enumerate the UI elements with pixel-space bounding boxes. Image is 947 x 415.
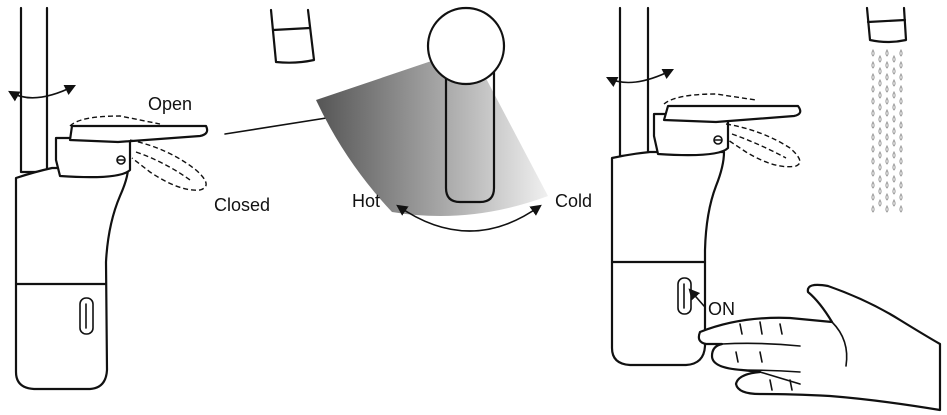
faucet-right <box>605 6 802 367</box>
water-drop <box>871 144 875 153</box>
water-drop <box>885 132 889 141</box>
water-drop <box>878 66 882 75</box>
water-drop <box>871 180 875 189</box>
water-drop <box>892 138 896 147</box>
water-drop <box>899 108 903 117</box>
water-drop <box>892 66 896 75</box>
water-drop <box>892 186 896 195</box>
water-drop <box>885 156 889 165</box>
water-drop <box>878 78 882 87</box>
water-drop <box>871 204 875 213</box>
water-drop <box>878 102 882 111</box>
water-drop <box>892 162 896 171</box>
water-drop <box>885 180 889 189</box>
water-drop <box>878 150 882 159</box>
water-drop <box>892 102 896 111</box>
water-drop <box>878 186 882 195</box>
water-drop <box>885 96 889 105</box>
water-drop <box>892 54 896 63</box>
water-drop <box>899 132 903 141</box>
water-drop <box>871 72 875 81</box>
water-drop <box>871 156 875 165</box>
water-drop <box>899 96 903 105</box>
water-drop <box>871 84 875 93</box>
water-drop <box>871 132 875 141</box>
water-drop <box>878 174 882 183</box>
label-closed: Closed <box>214 195 270 215</box>
label-on: ON <box>708 299 735 319</box>
water-drop <box>871 108 875 117</box>
water-drop <box>878 126 882 135</box>
water-drop <box>885 84 889 93</box>
water-drop <box>871 48 875 57</box>
hand-illustration <box>697 283 942 412</box>
water-drop <box>878 198 882 207</box>
water-drop <box>871 60 875 69</box>
label-open: Open <box>148 94 192 114</box>
water-drop <box>899 180 903 189</box>
water-drop <box>885 144 889 153</box>
water-stream <box>871 48 903 213</box>
water-drop <box>871 168 875 177</box>
water-drop <box>885 192 889 201</box>
water-drop <box>892 150 896 159</box>
water-drop <box>892 78 896 87</box>
water-drop <box>899 72 903 81</box>
water-drop <box>899 48 903 57</box>
water-drop <box>899 84 903 93</box>
water-drop <box>899 144 903 153</box>
water-drop <box>871 192 875 201</box>
water-drop <box>871 96 875 105</box>
water-drop <box>885 204 889 213</box>
water-drop <box>892 90 896 99</box>
water-drop <box>899 60 903 69</box>
label-hot: Hot <box>352 191 380 211</box>
temperature-diagram <box>316 6 548 232</box>
water-drop <box>885 108 889 117</box>
water-drop <box>885 48 889 57</box>
water-drop <box>878 114 882 123</box>
water-drop <box>878 54 882 63</box>
faucet-left <box>8 6 209 391</box>
temperature-sector <box>316 48 548 217</box>
water-drop <box>885 168 889 177</box>
water-drop <box>878 90 882 99</box>
water-drop <box>892 126 896 135</box>
spout-outlet-left <box>269 8 316 64</box>
water-drop <box>892 174 896 183</box>
water-drop <box>899 204 903 213</box>
water-drop <box>892 114 896 123</box>
water-drop <box>899 120 903 129</box>
water-drop <box>878 162 882 171</box>
label-cold: Cold <box>555 191 592 211</box>
water-drop <box>892 198 896 207</box>
water-drop <box>899 192 903 201</box>
water-drop <box>878 138 882 147</box>
water-drop <box>885 120 889 129</box>
water-drop <box>899 168 903 177</box>
water-drop <box>885 60 889 69</box>
water-drop <box>871 120 875 129</box>
water-drop <box>885 72 889 81</box>
water-drop <box>899 156 903 165</box>
spout-outlet-right <box>865 6 908 44</box>
